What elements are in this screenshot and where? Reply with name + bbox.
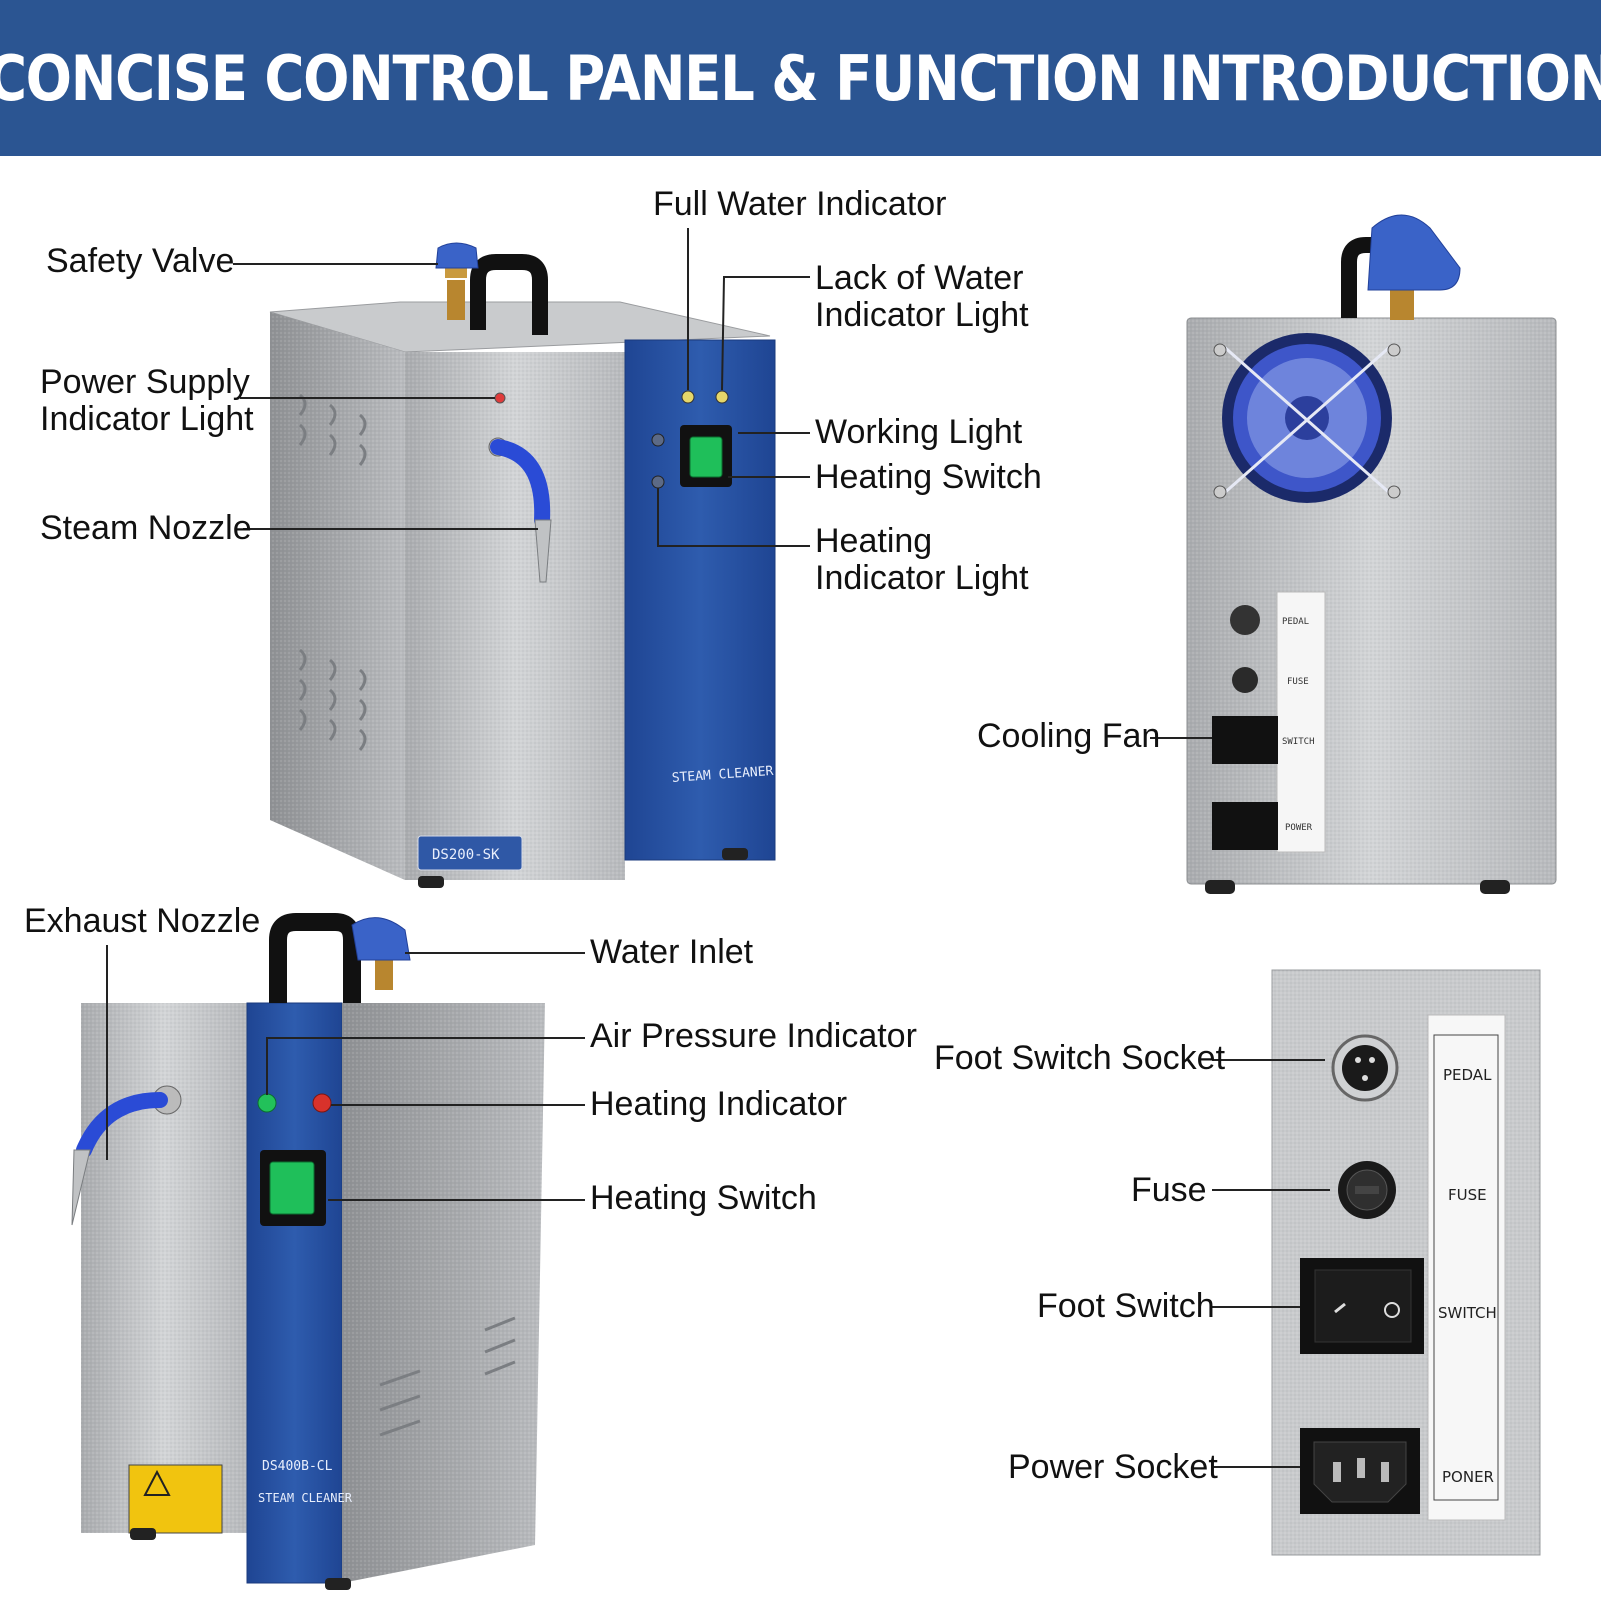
label-heating-switch-front: Heating Switch: [815, 458, 1042, 496]
handle: [470, 254, 548, 335]
back-fuse-icon: [1232, 667, 1258, 693]
title-banner: CONCISE CONTROL PANEL & FUNCTION INTRODU…: [0, 0, 1601, 156]
strip-fuse: FUSE: [1448, 1186, 1487, 1204]
side-model-text: DS400B-CL: [262, 1459, 333, 1474]
front-unit: STEAM CLEANER DS200-SK: [269, 242, 776, 888]
power-supply-indicator-icon: [494, 392, 506, 404]
label-heating-indicator: Heating Indicator: [590, 1085, 848, 1123]
page-title: CONCISE CONTROL PANEL & FUNCTION INTRODU…: [0, 41, 1601, 115]
back-pedal-socket-icon: [1230, 605, 1260, 635]
side-unit-leaders: [106, 945, 585, 1201]
back-strip-switch: SWITCH: [1282, 737, 1315, 747]
back-unit: PEDAL FUSE SWITCH POWER: [1186, 214, 1557, 894]
label-cooling-fan: Cooling Fan: [977, 717, 1161, 755]
label-exhaust-nozzle: Exhaust Nozzle: [24, 902, 261, 940]
air-pressure-indicator-icon: [257, 1093, 277, 1113]
heating-indicator-light-icon: [651, 475, 665, 489]
label-fuse: Fuse: [1131, 1171, 1207, 1209]
front-model-plate: DS200-SK: [432, 847, 500, 863]
exhaust-nozzle: [71, 1085, 182, 1226]
side-unit: DS400B-CL STEAM CLEANER: [71, 913, 545, 1590]
side-heating-switch: [260, 1150, 326, 1226]
strip-pedal: PEDAL: [1443, 1066, 1492, 1084]
foot-switch-icon: [1300, 1258, 1424, 1354]
heating-indicator-icon: [312, 1093, 332, 1113]
strip-switch: SWITCH: [1438, 1304, 1497, 1322]
side-unit-vents: [379, 1316, 516, 1437]
back-cap-icon: [1367, 214, 1461, 291]
back-switch-icon: [1212, 716, 1278, 764]
label-safety-valve: Safety Valve: [46, 242, 235, 280]
label-water-inlet: Water Inlet: [590, 933, 754, 971]
detail-panel: PEDAL FUSE SWITCH PONER: [1271, 969, 1541, 1556]
lack-of-water-indicator-icon: [715, 390, 729, 404]
label-power-socket: Power Socket: [1008, 1448, 1218, 1486]
label-working-light: Working Light: [815, 413, 1023, 451]
label-heating-switch-side: Heating Switch: [590, 1179, 817, 1217]
front-unit-leaders: [233, 228, 810, 547]
fuse-icon: [1338, 1161, 1396, 1219]
label-foot-switch: Foot Switch: [1037, 1287, 1215, 1325]
side-panel-text: STEAM CLEANER: [258, 1491, 353, 1505]
working-light-icon: [651, 433, 665, 447]
label-foot-switch-socket: Foot Switch Socket: [934, 1039, 1226, 1077]
front-panel-text: STEAM CLEANER: [671, 764, 774, 786]
back-strip-fuse: FUSE: [1287, 677, 1309, 687]
steam-nozzle: [488, 437, 552, 583]
label-air-pressure-indicator: Air Pressure Indicator: [590, 1017, 917, 1055]
label-lack-of-water-indicator-light: Lack of Water Indicator Light: [815, 259, 1029, 334]
strip-poner: PONER: [1442, 1468, 1494, 1486]
full-water-indicator-icon: [681, 390, 695, 404]
label-full-water-indicator: Full Water Indicator: [653, 185, 947, 223]
label-heating-indicator-light: Heating Indicator Light: [815, 522, 1029, 597]
side-vents: [298, 393, 367, 751]
heating-switch: [680, 425, 732, 487]
back-power-socket-icon: [1212, 802, 1278, 850]
foot-switch-socket-icon: [1331, 1034, 1399, 1102]
detail-panel-leaders: [1212, 1059, 1330, 1468]
label-steam-nozzle: Steam Nozzle: [40, 509, 252, 547]
label-power-supply-indicator-light: Power Supply Indicator Light: [40, 363, 254, 438]
water-inlet-cap-icon: [351, 917, 411, 961]
cooling-fan-icon: [1213, 333, 1401, 503]
back-strip-pedal: PEDAL: [1282, 617, 1309, 627]
warning-sticker-icon: [128, 1464, 223, 1534]
safety-valve: [435, 242, 479, 320]
power-socket-icon: [1300, 1428, 1420, 1514]
back-strip-power: POWER: [1285, 823, 1313, 833]
